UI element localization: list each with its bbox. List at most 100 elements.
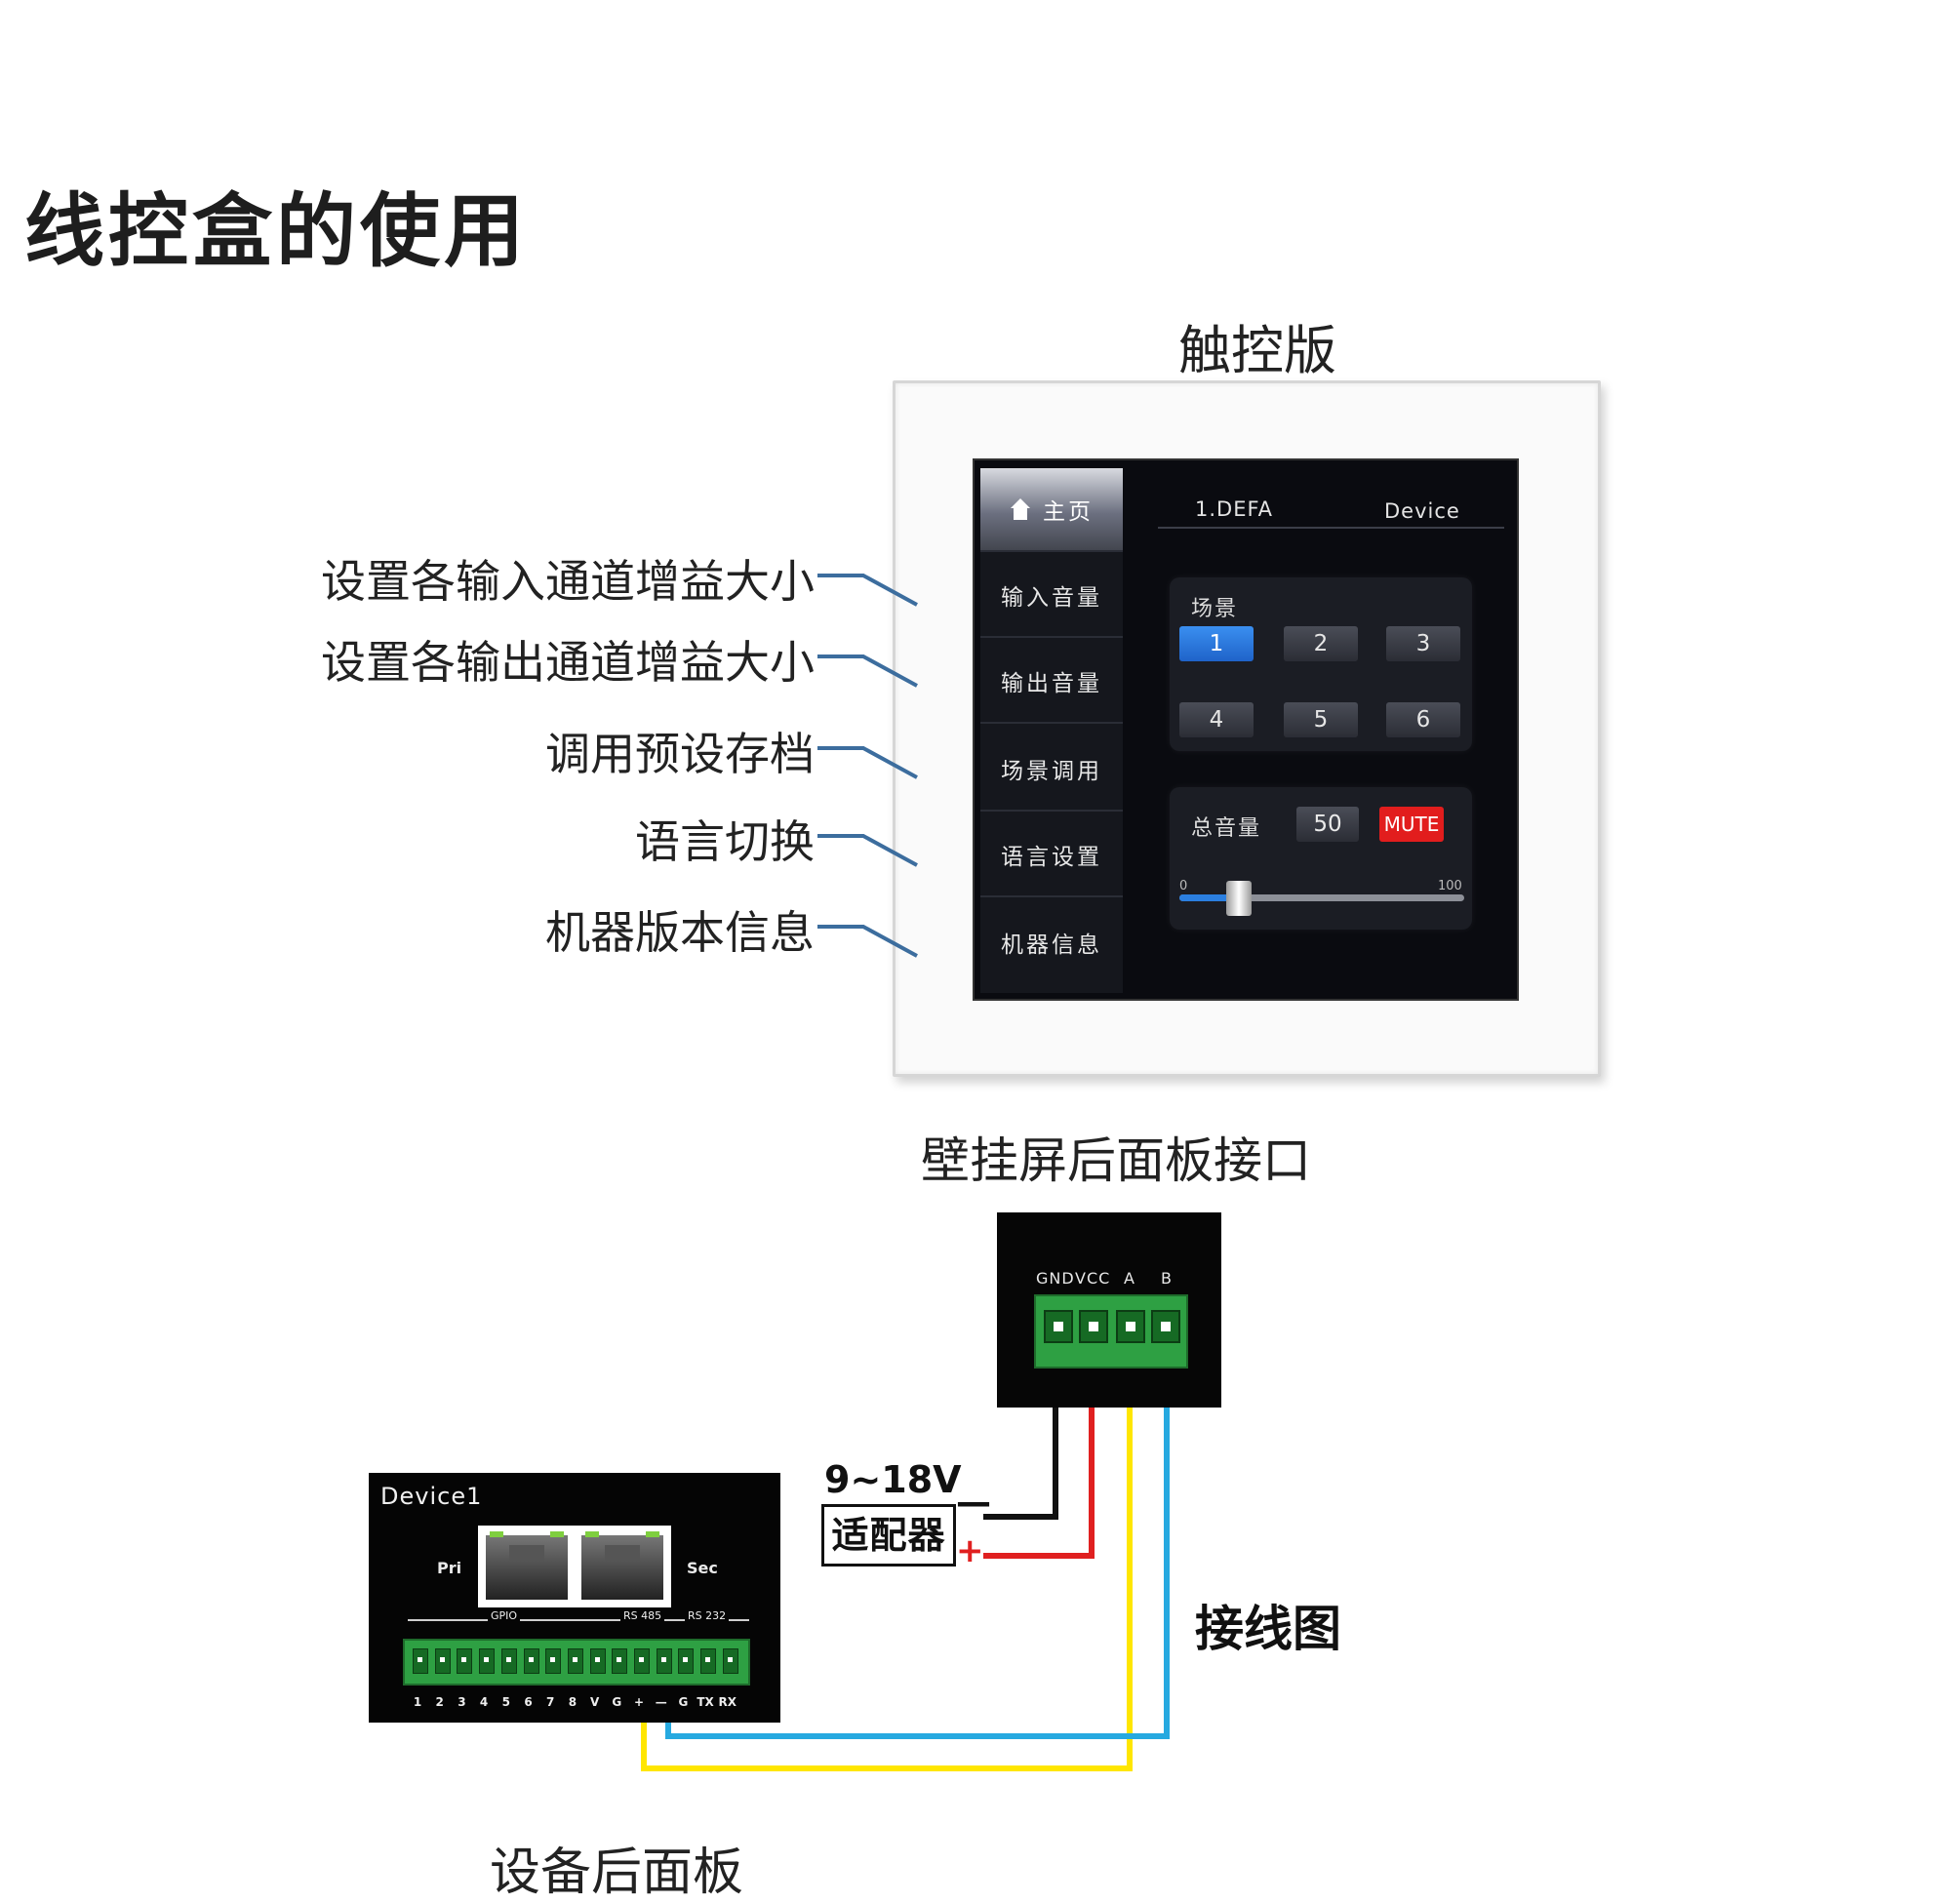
- nav-label: 输出音量: [1001, 671, 1102, 696]
- terminal-slot: [457, 1648, 473, 1674]
- terminal-slot: [589, 1648, 606, 1674]
- port-led: [646, 1531, 659, 1537]
- pin-label-b: B: [1161, 1269, 1173, 1288]
- wiring-diagram-caption: 接线图: [1195, 1601, 1341, 1657]
- terminal-number: TX: [697, 1695, 714, 1709]
- adapter-minus: —: [956, 1483, 991, 1523]
- terminal-number: 1: [413, 1695, 422, 1709]
- terminal-number: 8: [568, 1695, 577, 1709]
- section-label-gpio: GPIO: [488, 1609, 521, 1622]
- terminal-slot: [1079, 1310, 1108, 1343]
- scene-button-1[interactable]: 1: [1179, 626, 1254, 661]
- scene-button-5[interactable]: 5: [1284, 702, 1358, 737]
- screen-device-name: Device: [1384, 499, 1460, 523]
- terminal-number: 6: [524, 1695, 533, 1709]
- terminal-number: V: [589, 1695, 600, 1709]
- nav-item-input-volume[interactable]: 输入音量: [980, 554, 1123, 638]
- callout-language: 语言切换: [635, 815, 815, 868]
- terminal-slot: [1151, 1310, 1180, 1343]
- terminal-slot: [1116, 1310, 1145, 1343]
- adapter-voltage: 9~18V: [824, 1458, 962, 1501]
- nav-item-device-info[interactable]: 机器信息: [980, 901, 1123, 983]
- ethernet-port-sec: [581, 1531, 663, 1600]
- nav-item-home[interactable]: 主页: [980, 468, 1123, 552]
- pin-label-vcc: VCC: [1075, 1269, 1111, 1288]
- home-icon: [1010, 498, 1031, 520]
- slider-max-label: 100: [1438, 879, 1462, 893]
- terminal-slot: [1044, 1310, 1073, 1343]
- terminal-section-bracket: [408, 1619, 749, 1621]
- nav-label-home: 主页: [1043, 499, 1094, 525]
- port-label-sec: Sec: [687, 1559, 718, 1577]
- screen-sidebar: 主页 输入音量 输出音量 场景调用 语言设置 机器信息: [980, 468, 1123, 993]
- adapter-label: 适配器: [831, 1514, 946, 1557]
- callout-leader-line: [817, 654, 918, 688]
- terminal-number: G: [612, 1695, 622, 1709]
- wall-panel-rear: GND VCC A B: [997, 1212, 1221, 1408]
- terminal-slot: [634, 1648, 650, 1674]
- nav-label: 机器信息: [1001, 932, 1102, 958]
- terminal-number: 4: [479, 1695, 489, 1709]
- callout-version: 机器版本信息: [545, 906, 815, 959]
- scene-label: 场景: [1191, 597, 1239, 621]
- volume-slider-knob[interactable]: [1226, 881, 1253, 916]
- terminal-slot: [500, 1648, 517, 1674]
- pin-label-a: A: [1124, 1269, 1135, 1288]
- callout-leader-line: [817, 925, 918, 958]
- pin-label-gnd: GND: [1036, 1269, 1075, 1288]
- callout-leader-line: [817, 834, 918, 867]
- terminal-slot: [656, 1648, 672, 1674]
- scene-button-4[interactable]: 4: [1179, 702, 1254, 737]
- volume-slider-track[interactable]: [1179, 894, 1464, 901]
- callout-input-gain: 设置各输入通道增益大小: [321, 555, 815, 608]
- nav-item-scene[interactable]: 场景调用: [980, 728, 1123, 812]
- terminal-number: 5: [501, 1695, 510, 1709]
- nav-item-language[interactable]: 语言设置: [980, 813, 1123, 897]
- scene-button-3[interactable]: 3: [1386, 626, 1460, 661]
- touch-screen: 主页 输入音量 输出音量 场景调用 语言设置 机器信息 1.DEFA Devic…: [973, 458, 1519, 1001]
- ethernet-port-pri: [486, 1531, 568, 1600]
- wire: [641, 1366, 1133, 1771]
- port-led: [490, 1531, 503, 1537]
- nav-label: 语言设置: [1001, 845, 1102, 870]
- slider-min-label: 0: [1179, 879, 1188, 893]
- port-led: [550, 1531, 564, 1537]
- device-name: Device1: [380, 1483, 483, 1510]
- adapter-box: 适配器: [821, 1504, 956, 1567]
- device-rear-caption: 设备后面板: [490, 1844, 744, 1902]
- master-volume-label: 总音量: [1191, 816, 1262, 841]
- device-terminal-block: [403, 1639, 750, 1686]
- scene-button-2[interactable]: 2: [1284, 626, 1358, 661]
- callout-preset: 调用预设存档: [545, 728, 815, 780]
- volume-slider-fill: [1179, 894, 1240, 901]
- nav-item-output-volume[interactable]: 输出音量: [980, 640, 1123, 724]
- terminal-number: +: [633, 1695, 645, 1709]
- terminal-slot: [567, 1648, 583, 1674]
- scene-button-6[interactable]: 6: [1386, 702, 1460, 737]
- terminal-slot: [413, 1648, 428, 1674]
- terminal-number: 7: [546, 1695, 555, 1709]
- touch-panel-caption: 触控版: [1178, 320, 1336, 381]
- terminal-slot: [678, 1648, 695, 1674]
- wire: [983, 1366, 1058, 1520]
- section-label-rs232: RS 232: [685, 1609, 730, 1622]
- terminal-number: —: [655, 1695, 667, 1709]
- port-notch: [509, 1545, 544, 1561]
- nav-label: 场景调用: [1001, 759, 1102, 784]
- master-volume-value: 50: [1296, 807, 1359, 842]
- callout-leader-line: [817, 746, 918, 779]
- terminal-slot: [545, 1648, 562, 1674]
- terminal-number: RX: [718, 1695, 737, 1709]
- scene-card: 场景 1 2 3 4 5 6: [1170, 577, 1472, 751]
- terminal-slot: [434, 1648, 451, 1674]
- mute-button[interactable]: MUTE: [1379, 807, 1444, 842]
- terminal-slot: [479, 1648, 496, 1674]
- screen-preset-name: 1.DEFA: [1195, 497, 1273, 521]
- port-label-pri: Pri: [437, 1559, 462, 1577]
- port-notch: [605, 1545, 640, 1561]
- rear-panel-caption: 壁挂屏后面板接口: [921, 1132, 1311, 1189]
- ethernet-ports: [478, 1526, 671, 1607]
- terminal-slot: [700, 1648, 717, 1674]
